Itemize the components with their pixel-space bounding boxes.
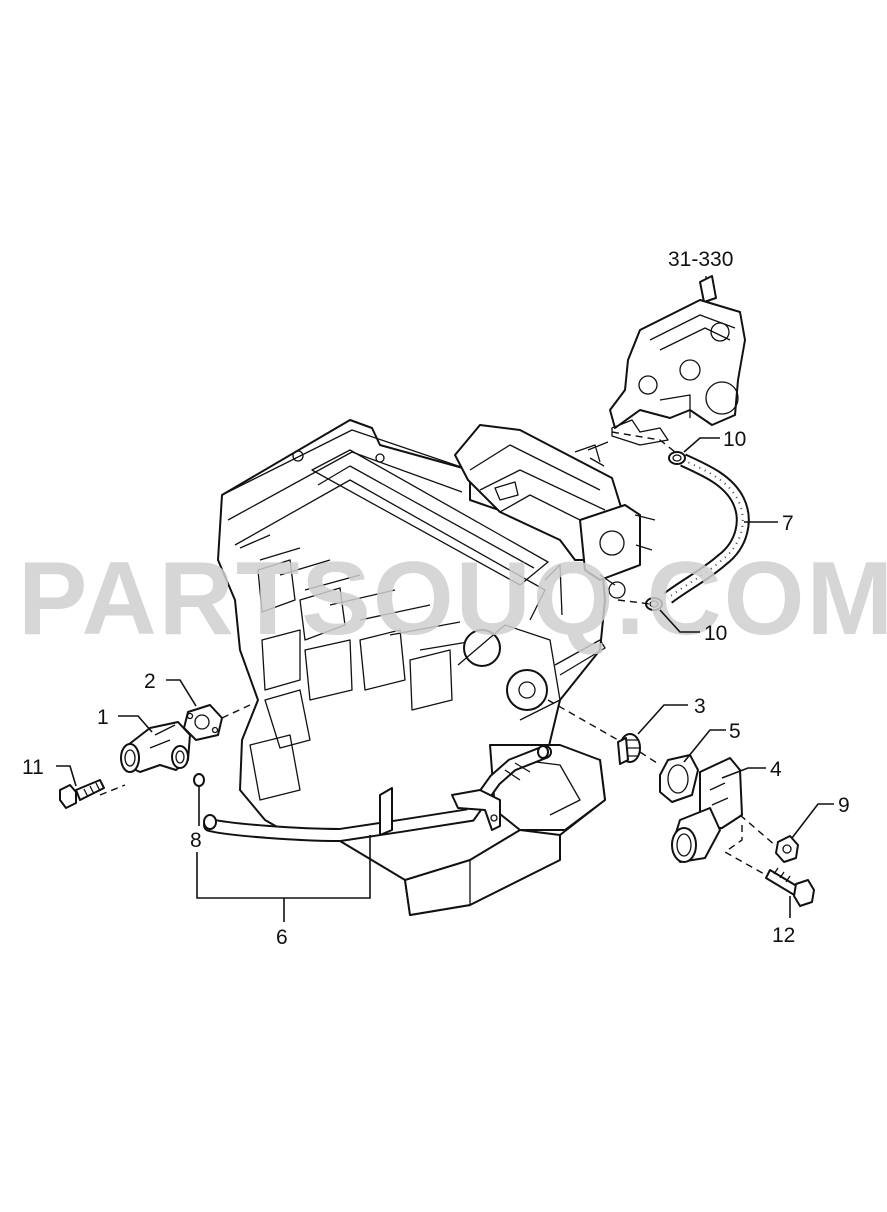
callout-5: 5 [729, 720, 741, 743]
callout-12: 12 [772, 924, 795, 947]
hose-7 [663, 453, 750, 604]
engine-assembly [217, 419, 656, 916]
hose-clamp-upper [668, 451, 686, 465]
callout-1: 1 [97, 706, 109, 729]
leader-lines [56, 437, 834, 922]
throttle-body-assembly [609, 275, 746, 446]
callout-9: 9 [838, 794, 850, 817]
thermostat-3 [617, 733, 641, 765]
thermostat-housing-4 [671, 757, 743, 863]
callout-ref-31-330: 31-330 [668, 248, 733, 271]
gasket-5 [659, 754, 699, 803]
callout-2: 2 [144, 670, 156, 693]
callout-11: 11 [22, 756, 44, 779]
watermark-text: PARTSOUQ.COM [18, 541, 887, 657]
gasket-2 [183, 704, 223, 741]
callout-6: 6 [276, 926, 288, 949]
nut-9 [775, 835, 799, 863]
assembly-lines [99, 431, 777, 876]
callout-7: 7 [782, 512, 794, 535]
bolt-12 [765, 867, 815, 907]
callout-3: 3 [694, 695, 706, 718]
water-pipe-6 [203, 745, 552, 843]
callout-8: 8 [190, 829, 202, 852]
o-ring-8 [193, 773, 205, 787]
callout-4: 4 [770, 758, 782, 781]
bolt-11 [59, 779, 105, 809]
callout-labels: 31-330 1 2 3 4 5 6 7 8 9 10 10 11 12 [22, 248, 850, 949]
callout-10-lower: 10 [704, 622, 727, 645]
water-outlet-1 [120, 721, 191, 773]
callout-10-upper: 10 [723, 428, 746, 451]
